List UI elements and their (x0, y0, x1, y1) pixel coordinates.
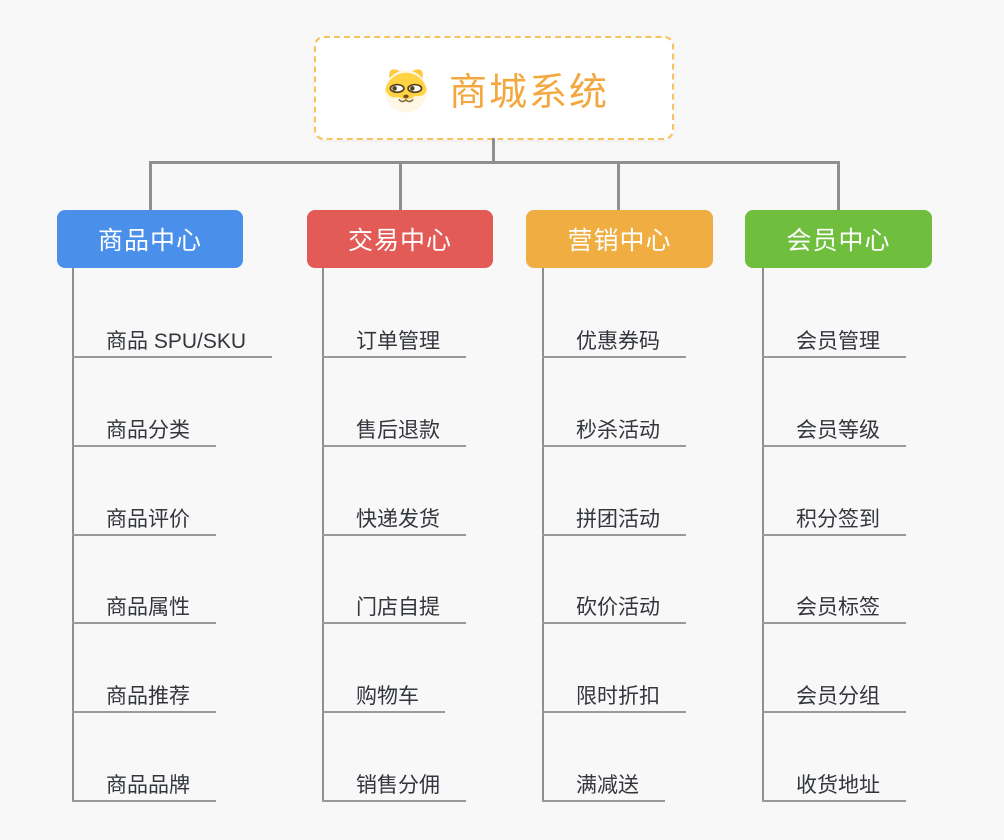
leaf-item[interactable]: 售后退款 (322, 405, 466, 447)
branch-node-trade[interactable]: 交易中心 (307, 210, 493, 268)
connector-rail (149, 161, 840, 164)
leaf-item[interactable]: 会员管理 (762, 316, 906, 358)
leaf-item[interactable]: 商品品牌 (72, 760, 216, 802)
leaf-item[interactable]: 购物车 (322, 671, 445, 713)
leaf-item[interactable]: 订单管理 (322, 316, 466, 358)
leaf-item[interactable]: 秒杀活动 (542, 405, 686, 447)
leaf-item[interactable]: 收货地址 (762, 760, 906, 802)
root-title: 商城系统 (448, 71, 609, 114)
leaf-item[interactable]: 销售分佣 (322, 760, 466, 802)
branch-node-product[interactable]: 商品中心 (57, 210, 243, 268)
branch-node-marketing[interactable]: 营销中心 (526, 210, 713, 268)
branch-node-member[interactable]: 会员中心 (745, 210, 932, 268)
connector-drop (149, 161, 152, 211)
connector-drop (399, 161, 402, 211)
leaf-item[interactable]: 会员分组 (762, 671, 906, 713)
leaf-item[interactable]: 商品 SPU/SKU (72, 316, 273, 358)
connector-drop (837, 161, 840, 211)
leaf-item[interactable]: 门店自提 (322, 582, 466, 624)
leaf-item[interactable]: 商品分类 (72, 405, 216, 447)
connector-stub (492, 138, 495, 163)
leaf-item[interactable]: 积分签到 (762, 494, 906, 536)
leaf-item[interactable]: 商品推荐 (72, 671, 216, 713)
leaf-item[interactable]: 优惠券码 (542, 316, 686, 358)
leaf-item[interactable]: 商品评价 (72, 494, 216, 536)
leaf-item[interactable]: 满减送 (542, 760, 665, 802)
connector-drop (617, 161, 620, 211)
leaf-item[interactable]: 快递发货 (322, 494, 466, 536)
leaf-item[interactable]: 限时折扣 (542, 671, 686, 713)
dog-face-icon (384, 69, 428, 113)
leaf-item[interactable]: 会员标签 (762, 582, 906, 624)
leaf-item[interactable]: 商品属性 (72, 582, 216, 624)
leaf-item[interactable]: 砍价活动 (542, 582, 686, 624)
leaf-item[interactable]: 拼团活动 (542, 494, 686, 536)
root-node[interactable]: 商城系统 (314, 36, 674, 140)
leaf-item[interactable]: 会员等级 (762, 405, 906, 447)
